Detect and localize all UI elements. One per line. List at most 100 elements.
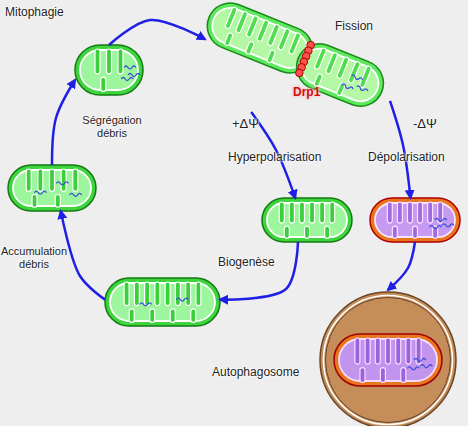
crista <box>305 226 310 238</box>
drp1-ring <box>296 69 304 77</box>
mitochondrion-shape <box>8 165 96 211</box>
crista <box>186 282 191 306</box>
outer-membrane <box>334 334 442 386</box>
node-shape <box>318 290 458 426</box>
autophagosome-inner-ring <box>326 298 451 423</box>
node-label: Fission <box>335 20 373 33</box>
outer-membrane <box>75 45 143 95</box>
crista <box>155 282 160 306</box>
autophagosome-circle: Autophagosome <box>318 290 458 426</box>
inner-membrane <box>339 339 437 381</box>
crista <box>107 49 112 74</box>
debris-squiggle <box>442 224 454 227</box>
node-shape <box>105 278 220 326</box>
debris-squiggle <box>435 219 447 222</box>
crista <box>129 309 134 323</box>
outer-membrane <box>370 198 460 242</box>
mitochondrion-shape <box>105 278 220 326</box>
crista <box>330 202 335 223</box>
debris-squiggle <box>407 367 419 370</box>
cycle-arrow <box>61 211 105 300</box>
crista <box>380 368 385 383</box>
crista <box>401 368 406 383</box>
autophagosome-membrane <box>320 292 456 426</box>
cycle-arrow <box>52 80 75 165</box>
crista <box>175 282 180 306</box>
debris-squiggle <box>70 193 82 196</box>
fission-mitochondrion: FissionDrp1 <box>205 0 390 112</box>
crista <box>359 66 372 89</box>
autophagosome-inner-ring <box>324 296 453 425</box>
node-label: Autophagosome <box>212 366 299 379</box>
debris-squiggle <box>356 85 368 92</box>
node-label: Dépolarisation <box>368 151 445 164</box>
crista <box>245 41 254 55</box>
outer-membrane <box>8 165 96 211</box>
crista <box>196 282 201 306</box>
crista <box>225 7 238 30</box>
crista <box>267 24 280 47</box>
outer-membrane <box>105 278 220 326</box>
inner-membrane <box>80 50 138 90</box>
debris-squiggle <box>420 365 432 368</box>
crista <box>224 32 233 46</box>
cycle-arrow <box>390 101 411 198</box>
mitochondrion-shape <box>262 198 352 242</box>
node-shape <box>370 198 460 242</box>
new-mitochondrion: Biogenèse <box>105 278 220 326</box>
crista <box>325 226 330 238</box>
crista <box>134 282 139 306</box>
crista <box>191 309 196 323</box>
crista <box>355 338 360 364</box>
crista <box>50 169 55 191</box>
cycle-arrow <box>220 242 298 300</box>
crista <box>278 28 291 51</box>
crista <box>325 52 338 75</box>
crista <box>95 49 100 74</box>
crista <box>235 11 248 34</box>
cycle-arrow <box>109 20 205 45</box>
debris-squiggle <box>429 226 441 229</box>
crista <box>392 226 397 238</box>
crista <box>320 202 325 223</box>
node-shape <box>75 45 143 95</box>
debris-squiggle <box>351 74 363 81</box>
crista <box>61 169 66 191</box>
debris-squiggle <box>341 83 353 90</box>
crista <box>55 194 60 207</box>
crista <box>314 73 323 87</box>
node-label: Hyperpolarisation <box>228 151 321 164</box>
crista <box>406 338 411 364</box>
mitochondrion-shape <box>370 198 460 242</box>
debris-squiggle <box>176 298 188 301</box>
crista <box>124 282 129 306</box>
debris-squiggle <box>124 66 136 69</box>
crista <box>289 202 294 223</box>
crista <box>407 202 412 223</box>
debris-squiggle <box>414 359 426 362</box>
debris-mitochondrion: Accumulation débris <box>8 165 96 211</box>
crista <box>375 338 380 364</box>
crista <box>428 202 433 223</box>
segregated-mitochondrion: Ségrégation débris <box>75 45 143 95</box>
crista <box>38 169 43 191</box>
crista <box>413 226 418 238</box>
crista <box>314 47 327 70</box>
node-label: Drp1 <box>293 86 320 99</box>
cycle-arrow <box>388 242 415 290</box>
crista <box>336 56 349 79</box>
crista <box>310 202 315 223</box>
crista <box>26 169 31 191</box>
crista <box>101 77 106 91</box>
crista <box>387 202 392 223</box>
crista <box>360 368 365 383</box>
crista <box>266 49 275 63</box>
crista <box>170 309 175 323</box>
outer-membrane <box>290 37 391 113</box>
debris-squiggle <box>140 303 152 306</box>
inner-membrane <box>13 170 91 206</box>
crista <box>73 169 78 191</box>
edge-label: +ΔΨ <box>232 117 259 130</box>
node-shape <box>8 165 96 211</box>
